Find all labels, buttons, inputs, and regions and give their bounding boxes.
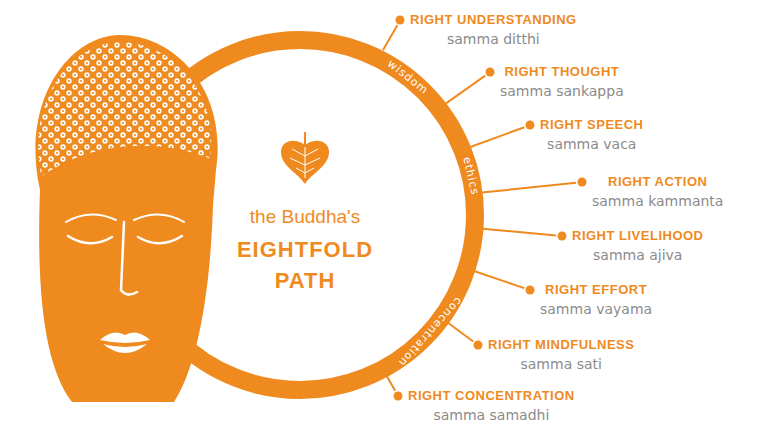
pali-term: samma sati <box>521 355 602 373</box>
spoke-line <box>387 376 396 391</box>
factor-title: RIGHT ACTION <box>608 174 707 190</box>
bullet-dot <box>486 68 495 77</box>
factor-title: RIGHT LIVELIHOOD <box>572 228 704 244</box>
spoke-line <box>482 229 556 236</box>
spoke-line <box>482 183 576 193</box>
pali-term: samma vaca <box>547 135 636 153</box>
path-item: RIGHT LIVELIHOOD samma ajiva <box>572 228 704 264</box>
path-item: RIGHT SPEECH samma vaca <box>540 117 644 153</box>
spoke-line <box>446 76 485 104</box>
bullet-dot <box>474 341 483 350</box>
factor-title: RIGHT SPEECH <box>540 117 644 133</box>
bullet-dot <box>526 286 535 295</box>
pali-term: samma ajiva <box>593 246 682 264</box>
path-item: RIGHT EFFORT samma vayama <box>540 282 652 318</box>
path-item: RIGHT CONCENTRATION samma samadhi <box>408 388 575 424</box>
pali-term: samma ditthi <box>447 30 540 48</box>
factor-title: RIGHT UNDERSTANDING <box>410 12 577 28</box>
path-circle: the Buddha'sEIGHTFOLD PATH <box>134 49 466 381</box>
factor-title: RIGHT THOUGHT <box>504 64 619 80</box>
circle-text-group: the Buddha'sEIGHTFOLD PATH <box>225 204 385 296</box>
bullet-dot <box>578 178 587 187</box>
title-text: EIGHTFOLD PATH <box>225 234 385 296</box>
bullet-dot <box>526 121 535 130</box>
bullet-dot <box>394 392 403 401</box>
pali-term: samma vayama <box>540 300 652 318</box>
pali-term: samma sankappa <box>500 82 624 100</box>
path-item: RIGHT UNDERSTANDING samma ditthi <box>410 12 577 48</box>
spoke-line <box>383 25 397 50</box>
bodhi-leaf <box>281 132 329 184</box>
path-item: RIGHT ACTION samma kammanta <box>592 174 723 210</box>
path-item: RIGHT THOUGHT samma sankappa <box>500 64 624 100</box>
spoke-line <box>448 323 474 342</box>
factor-title: RIGHT MINDFULNESS <box>488 337 634 353</box>
spoke-line <box>470 127 524 147</box>
section-label: concentration <box>395 295 464 370</box>
bullet-dot <box>396 16 405 25</box>
spoke-line <box>474 271 524 288</box>
section-label: wisdom <box>385 57 431 97</box>
pali-term: samma samadhi <box>433 406 549 424</box>
subtitle-text: the Buddha's <box>250 204 360 230</box>
factor-title: RIGHT CONCENTRATION <box>408 388 575 404</box>
buddha-head <box>35 35 217 402</box>
pali-term: samma kammanta <box>592 192 723 210</box>
factor-title: RIGHT EFFORT <box>545 282 647 298</box>
bullet-dot <box>558 232 567 241</box>
path-item: RIGHT MINDFULNESS samma sati <box>488 337 634 373</box>
